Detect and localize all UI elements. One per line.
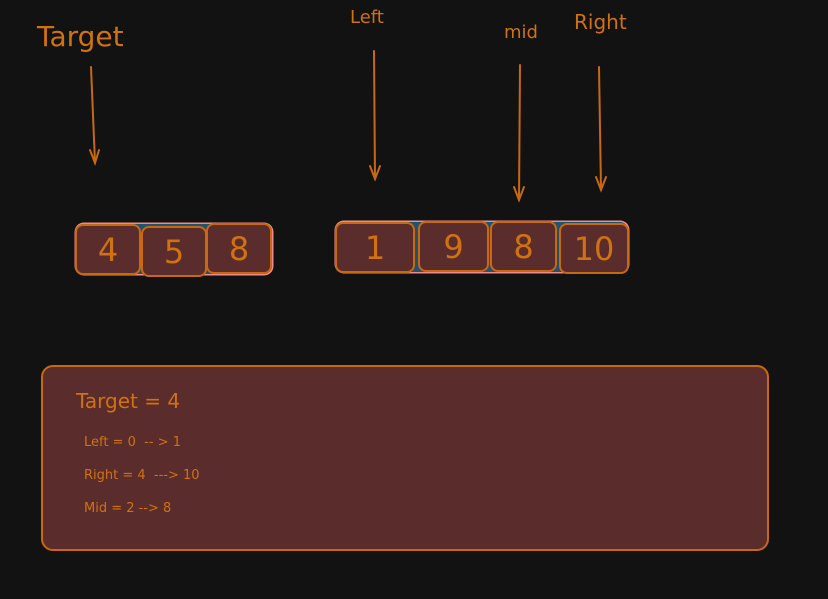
- mid-arrow-icon: [513, 64, 525, 203]
- info-box: Target = 4 Left = 0 -- > 1 Right = 4 ---…: [41, 365, 769, 551]
- right-arrow-icon: [595, 66, 607, 193]
- right-label: Right: [574, 10, 627, 34]
- search-array-cell: 8: [490, 221, 557, 272]
- target-array-cell: 5: [141, 226, 207, 277]
- search-array-cell: 9: [418, 221, 489, 272]
- target-arrow-icon: [89, 66, 100, 167]
- search-array-cell: 1: [335, 222, 415, 273]
- left-label: Left: [350, 7, 384, 28]
- search-array-cell: 10: [559, 223, 629, 274]
- search-array: 1 9 8 10: [335, 221, 629, 274]
- info-line-right: Right = 4 ---> 10: [84, 468, 200, 483]
- target-array-cell: 4: [75, 224, 141, 275]
- info-line-left: Left = 0 -- > 1: [84, 435, 181, 450]
- info-line-mid: Mid = 2 --> 8: [84, 501, 172, 516]
- left-arrow-icon: [369, 50, 381, 182]
- target-label: Target: [37, 20, 124, 53]
- target-array: 4 5 8: [75, 223, 272, 277]
- info-title: Target = 4: [76, 389, 181, 413]
- mid-label: mid: [504, 22, 538, 43]
- target-array-cell: 8: [206, 223, 272, 274]
